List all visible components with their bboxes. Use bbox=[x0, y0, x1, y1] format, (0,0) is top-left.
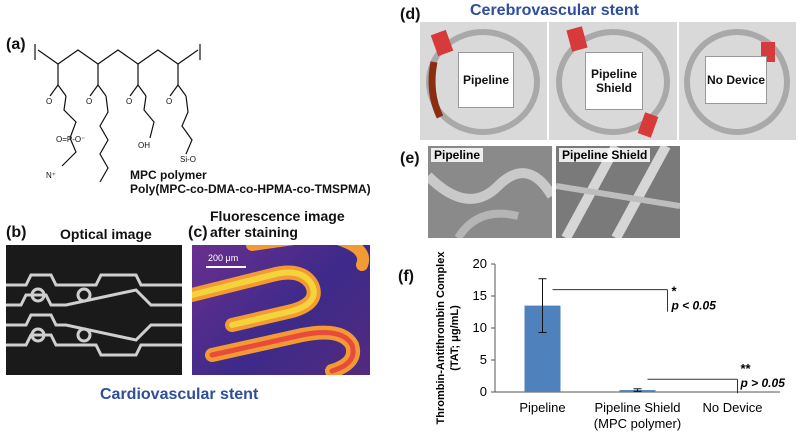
svg-text:O: O bbox=[86, 97, 92, 106]
label-no-device: No Device bbox=[705, 56, 767, 104]
fluorescence-image: 200 μm bbox=[192, 245, 370, 375]
tube-loop-shield bbox=[556, 26, 670, 138]
label-pipeline: Pipeline bbox=[458, 52, 514, 108]
sem-pipeline-texture bbox=[428, 168, 552, 238]
x-tick-label: Pipeline bbox=[519, 400, 565, 415]
tube-loop-pipeline bbox=[426, 29, 540, 135]
caption-line-1: MPC polymer bbox=[130, 168, 207, 182]
photo-no-device: No Device bbox=[679, 22, 796, 140]
chemical-structure: O O O O O=P-O⁻ N⁺ OH Si-O bbox=[34, 44, 201, 183]
x-tick-label: (MPC polymer) bbox=[594, 416, 681, 431]
fluorescence-stent bbox=[192, 245, 370, 375]
svg-text:O=P-O⁻: O=P-O⁻ bbox=[56, 135, 85, 144]
svg-text:N⁺: N⁺ bbox=[46, 171, 56, 180]
svg-text:O: O bbox=[166, 97, 172, 106]
sem-pipeline-shield: Pipeline Shield bbox=[556, 146, 680, 238]
y-tick-label: 15 bbox=[473, 288, 487, 303]
svg-text:OH: OH bbox=[138, 141, 150, 150]
panel-label-e: (e) bbox=[400, 150, 420, 167]
y-axis-label: (TAT; μg/mL) bbox=[449, 305, 461, 371]
panel-label-c: (c) bbox=[188, 224, 208, 241]
x-tick-label: No Device bbox=[703, 400, 763, 415]
panel-label-b: (b) bbox=[6, 224, 27, 241]
panel-c-title: Fluorescence image after staining bbox=[210, 208, 345, 240]
caption-line-2: Poly(MPC-co-DMA-co-HPMA-co-TMSPMA) bbox=[130, 182, 371, 196]
y-tick-label: 10 bbox=[473, 320, 487, 335]
tat-bar-chart: Thrombin-Antithrombin Complex(TAT; μg/mL… bbox=[435, 251, 786, 431]
panel-label-f: (f) bbox=[398, 268, 414, 285]
panel-c-title-line-2: after staining bbox=[210, 224, 298, 240]
panel-a-caption: MPC polymer Poly(MPC-co-DMA-co-HPMA-co-T… bbox=[130, 168, 371, 196]
svg-text:O: O bbox=[126, 97, 132, 106]
x-tick-label: Pipeline Shield bbox=[594, 400, 680, 415]
sig-text: p < 0.05 bbox=[671, 299, 717, 313]
panel-label-a: (a) bbox=[6, 36, 26, 53]
photo-pipeline-shield: Pipeline Shield bbox=[549, 22, 677, 140]
y-tick-label: 20 bbox=[473, 256, 487, 271]
panel-c-title-line-1: Fluorescence image bbox=[210, 208, 345, 224]
svg-text:O: O bbox=[46, 97, 52, 106]
y-axis-label: Thrombin-Antithrombin Complex bbox=[435, 251, 447, 425]
y-tick-label: 0 bbox=[480, 384, 487, 399]
sig-stars: ** bbox=[741, 361, 752, 376]
panel-b-title: Optical image bbox=[60, 226, 152, 242]
y-tick-label: 5 bbox=[480, 352, 487, 367]
sig-stars: * bbox=[672, 284, 678, 299]
cerebrovascular-title: Cerebrovascular stent bbox=[470, 2, 639, 19]
cardiovascular-title: Cardiovascular stent bbox=[100, 386, 259, 403]
sem-label-pipeline-shield: Pipeline Shield bbox=[559, 148, 651, 162]
sig-text: p > 0.05 bbox=[740, 376, 786, 390]
sem-label-pipeline: Pipeline bbox=[431, 148, 484, 162]
label-pipeline-shield: Pipeline Shield bbox=[585, 52, 643, 110]
panel-label-d: (d) bbox=[400, 6, 421, 23]
optical-image bbox=[6, 245, 182, 375]
photo-pipeline: Pipeline bbox=[420, 22, 547, 140]
sem-pipeline: Pipeline bbox=[428, 146, 552, 238]
scale-bar-label: 200 μm bbox=[208, 253, 239, 263]
stent-illustration bbox=[6, 273, 182, 357]
svg-text:Si-O: Si-O bbox=[180, 155, 196, 164]
